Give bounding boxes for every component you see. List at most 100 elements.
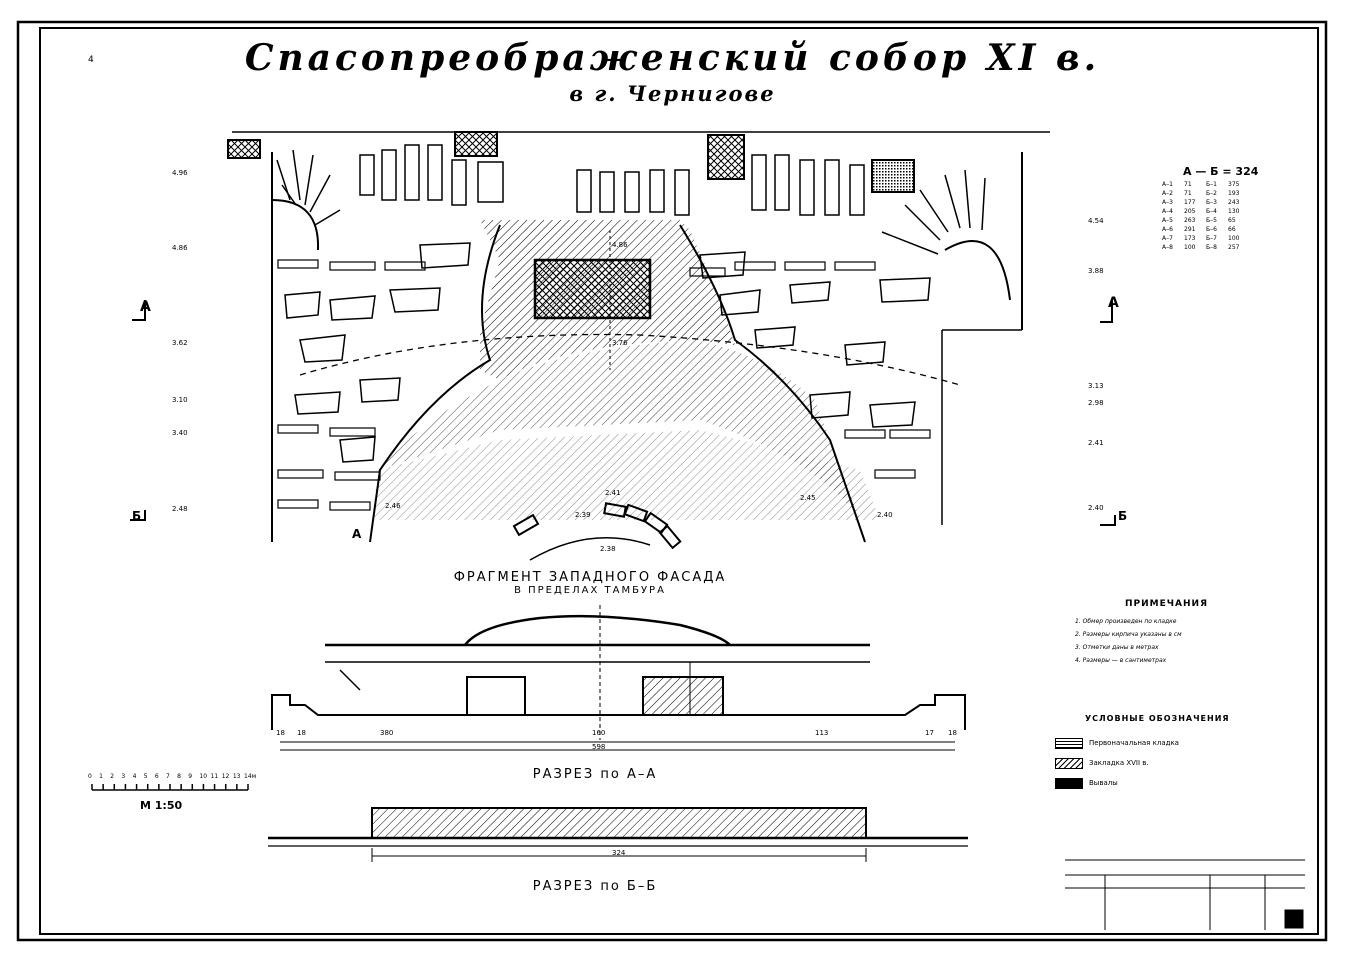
coord-cell: Б–6 bbox=[1206, 226, 1217, 233]
elev-left-2: 4.86 bbox=[172, 244, 188, 252]
notes-title: ПРИМЕЧАНИЯ bbox=[1125, 599, 1208, 609]
elev-left-4: 3.10 bbox=[172, 396, 188, 404]
coord-row: А–6 291 Б–6 66 bbox=[1162, 225, 1262, 234]
section-mark-a-bottom: A bbox=[352, 527, 362, 541]
coord-cell: 100 bbox=[1228, 235, 1240, 242]
coord-cell: 71 bbox=[1184, 181, 1192, 188]
coord-cell: 173 bbox=[1184, 235, 1196, 242]
scale-bar bbox=[91, 784, 249, 791]
elev-left-3: 3.62 bbox=[172, 339, 188, 347]
scale-tick-label: 11 bbox=[210, 773, 219, 780]
coord-cell: А–1 bbox=[1162, 181, 1173, 188]
elev-center-2: 3.76 bbox=[612, 339, 628, 347]
coord-cell: А–6 bbox=[1162, 226, 1173, 233]
note-item: 2. Размеры кирпича указаны в см bbox=[1075, 631, 1182, 638]
coord-cell: Б–8 bbox=[1206, 244, 1217, 251]
brick-swatch bbox=[1055, 737, 1083, 749]
dim-bb-total: 324 bbox=[612, 849, 626, 857]
facade-fragment-drawing bbox=[227, 131, 1050, 561]
elev-left-6: 2.48 bbox=[172, 505, 188, 513]
coord-cell: 66 bbox=[1228, 226, 1236, 233]
coord-cell: 65 bbox=[1228, 217, 1236, 224]
scale-tick-label: 3 bbox=[121, 773, 126, 780]
coord-cell: Б–5 bbox=[1206, 217, 1217, 224]
elev-left-1: 4.96 bbox=[172, 169, 188, 177]
section-mark-b-left: Б bbox=[132, 509, 142, 523]
dim-aa-5: 113 bbox=[815, 729, 829, 737]
elev-right-1: 4.54 bbox=[1088, 217, 1104, 225]
scale-tick-label: 0 bbox=[88, 773, 92, 780]
coord-cell: Б–2 bbox=[1206, 190, 1217, 197]
elev-center-7: 2.46 bbox=[385, 502, 401, 510]
coord-cell: 100 bbox=[1184, 244, 1196, 251]
legend-item-solid: Вывалы bbox=[1055, 776, 1118, 790]
dim-aa-1: 18 bbox=[276, 729, 285, 737]
section-mark-b-right: Б bbox=[1118, 509, 1128, 523]
elev-right-6: 2.40 bbox=[1088, 504, 1104, 512]
fragment-caption-line2: В ПРЕДЕЛАХ ТАМБУРА bbox=[514, 585, 666, 596]
scale-tick-label: 4 bbox=[132, 773, 137, 780]
scale-tick-label: 14м bbox=[244, 773, 257, 780]
scale-tick-label: 9 bbox=[188, 773, 193, 780]
scale-label: M 1:50 bbox=[140, 799, 183, 812]
dim-aa-7: 18 bbox=[948, 729, 957, 737]
dim-aa-2: 18 bbox=[297, 729, 306, 737]
elev-right-3: 3.13 bbox=[1088, 382, 1104, 390]
elev-center-6: 2.38 bbox=[600, 545, 616, 553]
scale-tick-label: 7 bbox=[166, 773, 170, 780]
legend-label-hatch: Закладка XVII в. bbox=[1089, 759, 1149, 767]
coord-cell: 257 bbox=[1228, 244, 1240, 251]
section-bb-caption: РАЗРЕЗ по Б–Б bbox=[532, 879, 658, 894]
section-mark-a-right: A bbox=[1108, 295, 1119, 311]
coord-cell: 205 bbox=[1184, 208, 1196, 215]
elev-left-5: 3.40 bbox=[172, 429, 188, 437]
elev-right-4: 2.98 bbox=[1088, 399, 1104, 407]
page-title: Спасопреображенский собор XI в. bbox=[244, 37, 1101, 79]
legend-item-hatch: Закладка XVII в. bbox=[1055, 756, 1149, 770]
formula: А — Б = 324 bbox=[1183, 165, 1259, 178]
title-block-lines bbox=[1065, 859, 1305, 930]
dim-aa-3: 380 bbox=[380, 729, 394, 737]
elev-center-5: 2.39 bbox=[575, 511, 591, 519]
coord-cell: 291 bbox=[1184, 226, 1196, 233]
coord-cell: 130 bbox=[1228, 208, 1240, 215]
coord-cell: 263 bbox=[1184, 217, 1196, 224]
elev-right-5: 2.41 bbox=[1088, 439, 1104, 447]
dim-aa-4: 160 bbox=[592, 729, 606, 737]
elev-center-8: 2.40 bbox=[877, 511, 893, 519]
coord-cell: А–8 bbox=[1162, 244, 1173, 251]
dim-aa-total: 598 bbox=[592, 743, 606, 751]
elev-right-2: 3.88 bbox=[1088, 267, 1104, 275]
scale-tick-label: 1 bbox=[99, 773, 103, 780]
page-subtitle: в г. Чернигове bbox=[569, 81, 776, 106]
hatch-swatch bbox=[1055, 757, 1083, 769]
coord-cell: 177 bbox=[1184, 199, 1196, 206]
notes-list: 1. Обмер произведен по кладке 2. Размеры … bbox=[1075, 615, 1275, 667]
coord-cell: Б–7 bbox=[1206, 235, 1217, 242]
coord-cell: А–4 bbox=[1162, 208, 1173, 215]
coord-cell: 243 bbox=[1228, 199, 1240, 206]
elev-center-4: 2.45 bbox=[800, 494, 816, 502]
scale-tick-label: 10 bbox=[199, 773, 208, 780]
legend-label-brick: Первоначальная кладка bbox=[1089, 739, 1179, 747]
solid-swatch bbox=[1055, 777, 1083, 789]
section-bb-drawing bbox=[268, 807, 968, 862]
note-item: 1. Обмер произведен по кладке bbox=[1075, 618, 1177, 625]
legend-label-solid: Вывалы bbox=[1089, 779, 1118, 787]
coord-cell: 375 bbox=[1228, 181, 1240, 188]
coord-cell: 193 bbox=[1228, 190, 1240, 197]
coord-cell: Б–1 bbox=[1206, 181, 1217, 188]
legend-item-brick: Первоначальная кладка bbox=[1055, 736, 1179, 750]
sheet-frame bbox=[16, 20, 1328, 942]
section-markers bbox=[130, 300, 1116, 526]
note-item: 4. Размеры — в сантиметрах bbox=[1075, 657, 1167, 664]
scale-tick-label: 13 bbox=[232, 773, 241, 780]
note-item: 3. Отметки даны в метрах bbox=[1075, 644, 1159, 651]
coord-row: А–1 71 Б–1 375 bbox=[1162, 180, 1262, 189]
